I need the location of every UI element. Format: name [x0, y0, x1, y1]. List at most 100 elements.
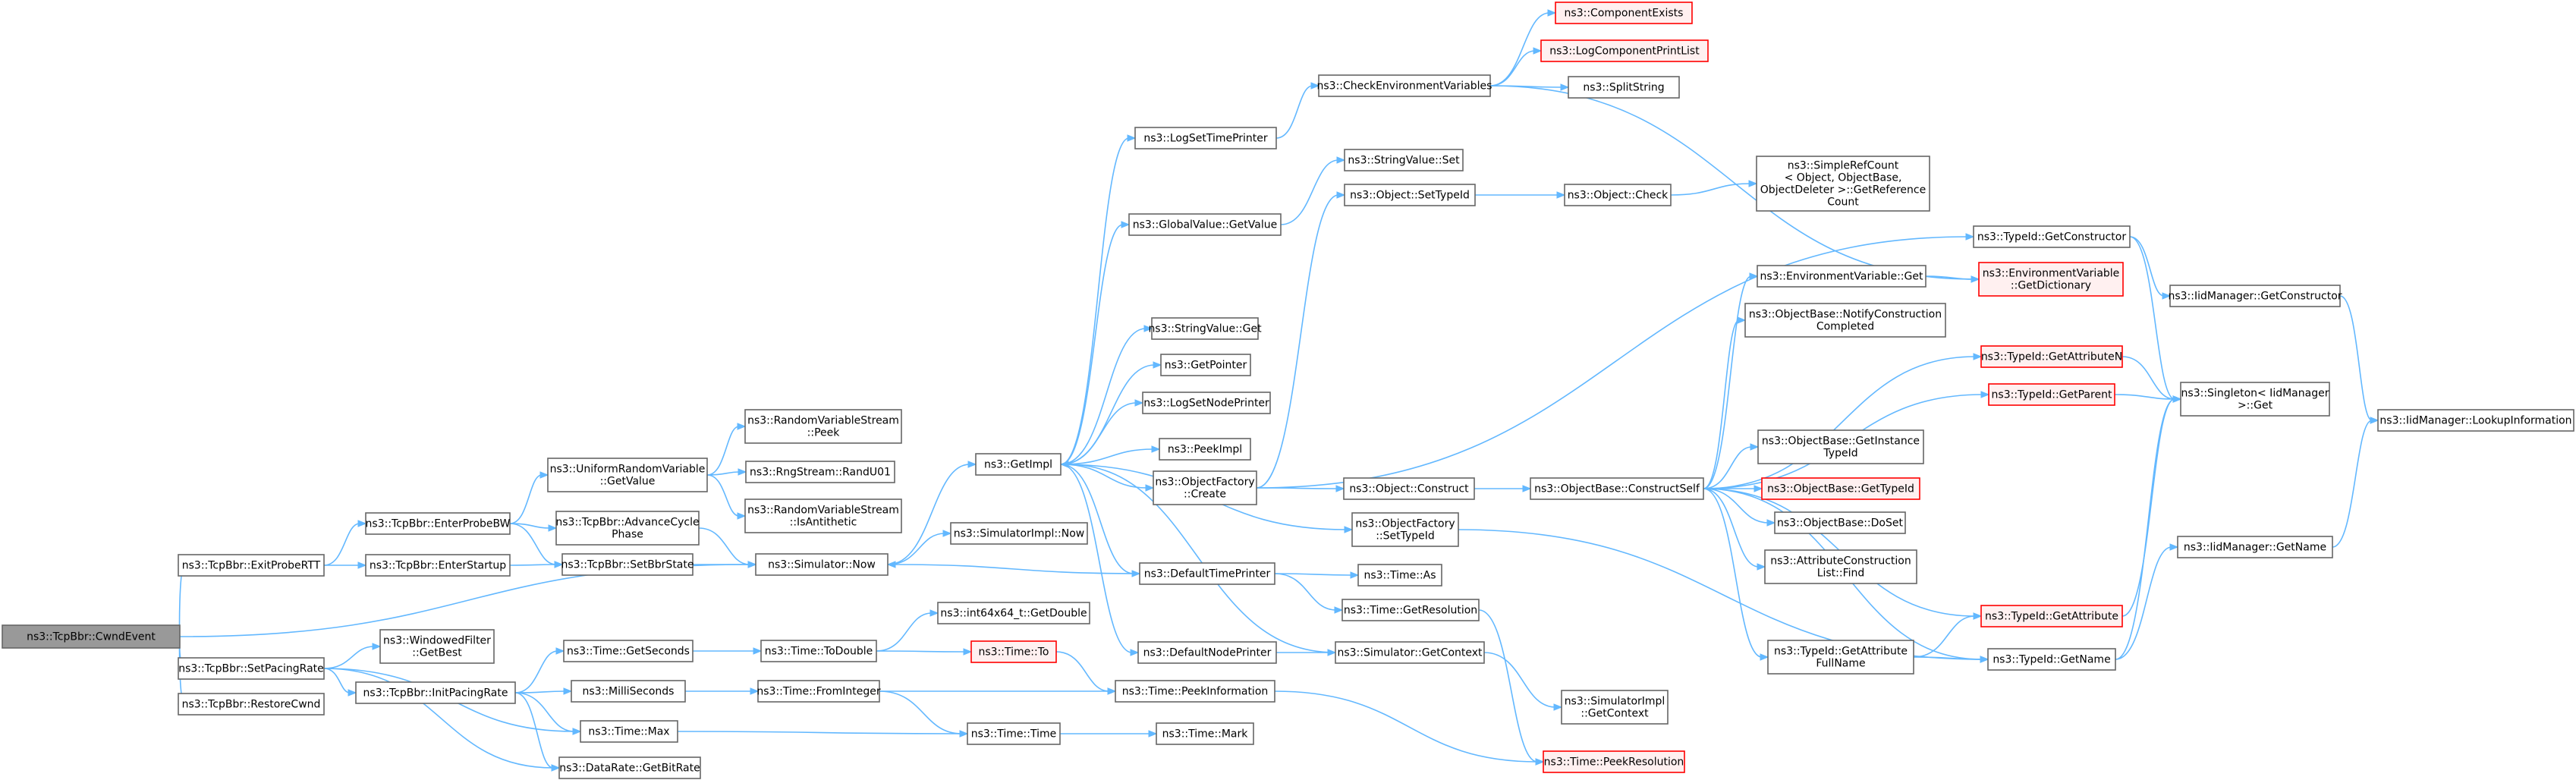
node-ofsettypeid[interactable]: ns3::ObjectFactory::SetTypeId	[1351, 512, 1459, 547]
node-getbitrate[interactable]: ns3::DataRate::GetBitRate	[558, 756, 701, 779]
node-tidgetname[interactable]: ns3::TypeId::GetName	[1987, 648, 2116, 671]
node-gvgetvalue[interactable]: ns3::GlobalValue::GetValue	[1128, 213, 1282, 236]
node-frominteger[interactable]: ns3::Time::FromInteger	[756, 680, 881, 703]
node-timemark[interactable]: ns3::Time::Mark	[1156, 722, 1254, 745]
node-box[interactable]	[1980, 605, 2123, 627]
node-box[interactable]	[1134, 127, 1277, 149]
node-initpacingrate[interactable]: ns3::TcpBbr::InitPacingRate	[355, 681, 516, 704]
node-box[interactable]	[580, 720, 678, 743]
node-box[interactable]	[1761, 477, 1920, 500]
node-box[interactable]	[950, 522, 1088, 545]
node-box[interactable]	[1757, 265, 1926, 288]
node-box[interactable]	[1540, 39, 1709, 62]
node-box[interactable]	[1139, 562, 1275, 585]
node-ofcreate[interactable]: ns3::ObjectFactory::Create	[1153, 470, 1257, 505]
node-componentexists[interactable]: ns3::ComponentExists	[1555, 2, 1693, 24]
node-box[interactable]	[1980, 345, 2123, 368]
node-box[interactable]	[1344, 184, 1476, 206]
node-peekinformation[interactable]: ns3::Time::PeekInformation	[1115, 680, 1275, 703]
node-box[interactable]	[970, 640, 1057, 663]
node-box[interactable]	[1774, 511, 1906, 534]
node-simgetcontext[interactable]: ns3::Simulator::GetContext	[1335, 641, 1485, 664]
node-box[interactable]	[1151, 317, 1259, 340]
node-logsettimeprinter[interactable]: ns3::LogSetTimePrinter	[1134, 127, 1277, 149]
node-peekimpl[interactable]: ns3::PeekImpl	[1159, 438, 1251, 461]
node-randu01[interactable]: ns3::RngStream::RandU01	[745, 461, 895, 483]
node-timemax[interactable]: ns3::Time::Max	[580, 720, 678, 743]
node-splitstring[interactable]: ns3::SplitString	[1568, 76, 1680, 99]
node-box[interactable]	[744, 409, 902, 444]
node-simimplgetcontext[interactable]: ns3::SimulatorImpl::GetContext	[1561, 690, 1669, 725]
node-box[interactable]	[2177, 536, 2333, 558]
node-box[interactable]	[2180, 382, 2330, 417]
node-box[interactable]	[1561, 690, 1669, 725]
node-box[interactable]	[561, 553, 694, 576]
node-box[interactable]	[571, 680, 686, 703]
node-box[interactable]	[365, 554, 511, 577]
node-box[interactable]	[1318, 74, 1491, 97]
node-envget[interactable]: ns3::EnvironmentVariable::Get	[1757, 265, 1926, 288]
node-checkenv[interactable]: ns3::CheckEnvironmentVariables	[1317, 74, 1492, 97]
node-box[interactable]	[744, 499, 902, 533]
node-timeto[interactable]: ns3::Time::To	[970, 640, 1057, 663]
node-objconstruct[interactable]: ns3::Object::Construct	[1343, 477, 1475, 500]
node-rvspeek[interactable]: ns3::RandomVariableStream::Peek	[744, 409, 902, 444]
node-box[interactable]	[2169, 285, 2341, 307]
node-urvgetvalue[interactable]: ns3::UniformRandomVariable::GetValue	[547, 458, 708, 492]
node-getresolution[interactable]: ns3::Time::GetResolution	[1341, 599, 1480, 621]
node-box[interactable]	[1764, 549, 1917, 584]
node-getimpl[interactable]: ns3::GetImpl	[975, 453, 1062, 476]
node-timetime[interactable]: ns3::Time::Time	[967, 722, 1061, 745]
node-simimplnow[interactable]: ns3::SimulatorImpl::Now	[950, 522, 1088, 545]
node-timeas[interactable]: ns3::Time::As	[1357, 564, 1442, 587]
node-box[interactable]	[1543, 750, 1685, 773]
node-box[interactable]	[967, 722, 1061, 745]
node-getattributen[interactable]: ns3::TypeId::GetAttributeN	[1980, 345, 2123, 368]
node-box[interactable]	[2377, 409, 2574, 432]
node-box[interactable]	[975, 453, 1062, 476]
node-getpointer[interactable]: ns3::GetPointer	[1160, 354, 1251, 376]
node-objsettypeid[interactable]: ns3::Object::SetTypeId	[1344, 184, 1476, 206]
node-exitprobertt[interactable]: ns3::TcpBbr::ExitProbeRTT	[178, 554, 325, 577]
node-logsetnodeprinter[interactable]: ns3::LogSetNodePrinter	[1142, 392, 1271, 414]
node-box[interactable]	[2, 624, 181, 649]
node-box[interactable]	[1115, 680, 1275, 703]
node-box[interactable]	[1564, 184, 1672, 206]
node-box[interactable]	[178, 554, 325, 577]
node-box[interactable]	[1137, 641, 1277, 664]
node-envgetdictionary[interactable]: ns3::EnvironmentVariable::GetDictionary	[1978, 262, 2124, 297]
node-box[interactable]	[563, 640, 694, 662]
node-box[interactable]	[1357, 564, 1442, 587]
node-box[interactable]	[1568, 76, 1680, 99]
node-box[interactable]	[1988, 383, 2115, 406]
node-isantithetic[interactable]: ns3::RandomVariableStream::IsAntithetic	[744, 499, 902, 533]
node-box[interactable]	[178, 657, 325, 680]
node-constructself[interactable]: ns3::ObjectBase::ConstructSelf	[1530, 477, 1704, 500]
node-windowedgetbest[interactable]: ns3::WindowedFilter::GetBest	[379, 629, 495, 664]
node-simplerefcount[interactable]: ns3::SimpleRefCount< Object, ObjectBase,…	[1756, 156, 1930, 212]
node-box[interactable]	[1530, 477, 1704, 500]
node-peekresolution[interactable]: ns3::Time::PeekResolution	[1543, 750, 1685, 773]
node-defaulttimeprinter[interactable]: ns3::DefaultTimePrinter	[1139, 562, 1275, 585]
node-milliseconds[interactable]: ns3::MilliSeconds	[571, 680, 686, 703]
node-box[interactable]	[745, 461, 895, 483]
node-getparent[interactable]: ns3::TypeId::GetParent	[1988, 383, 2115, 406]
node-int64getdouble[interactable]: ns3::int64x64_t::GetDouble	[937, 602, 1090, 624]
node-cwnd[interactable]: ns3::TcpBbr::CwndEvent	[2, 624, 181, 649]
node-box[interactable]	[1156, 722, 1254, 745]
node-todouble[interactable]: ns3::Time::ToDouble	[760, 640, 877, 662]
node-box[interactable]	[1153, 470, 1257, 505]
node-tidgetconstructor[interactable]: ns3::TypeId::GetConstructor	[1973, 225, 2131, 248]
node-box[interactable]	[558, 756, 701, 779]
node-box[interactable]	[1767, 640, 1914, 675]
node-getseconds[interactable]: ns3::Time::GetSeconds	[563, 640, 694, 662]
node-svget[interactable]: ns3::StringValue::Get	[1148, 317, 1262, 340]
node-box[interactable]	[1343, 477, 1475, 500]
node-box[interactable]	[555, 511, 700, 546]
node-box[interactable]	[178, 693, 325, 716]
node-enterprobebw[interactable]: ns3::TcpBbr::EnterProbeBW	[365, 512, 511, 535]
node-box[interactable]	[1978, 262, 2124, 297]
node-box[interactable]	[1756, 156, 1930, 212]
